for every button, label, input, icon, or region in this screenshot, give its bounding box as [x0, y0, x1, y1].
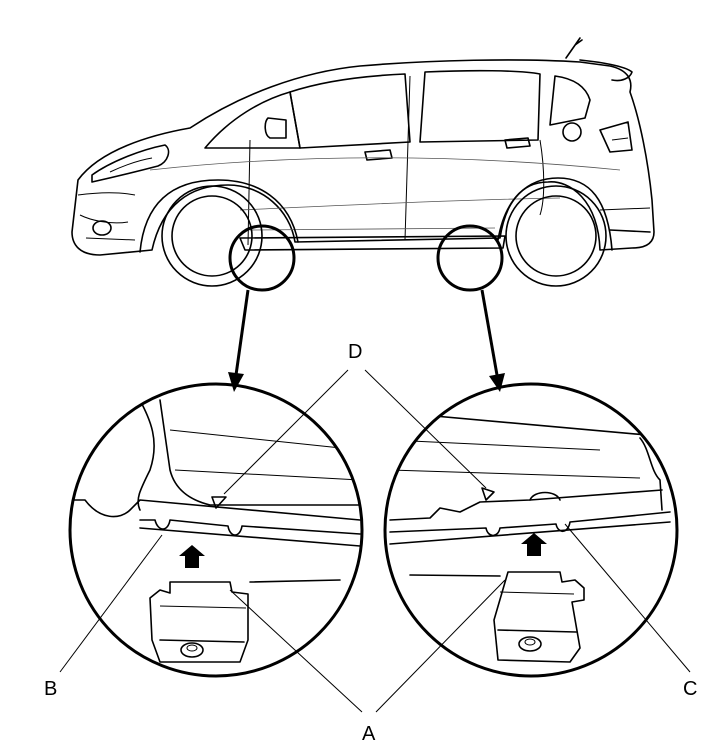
leader-lines — [59, 369, 691, 713]
label-a: A — [362, 723, 376, 745]
arrow-head-left — [228, 372, 244, 392]
car-side-view — [71, 37, 655, 292]
label-b: B — [44, 678, 57, 700]
rear-detail-view — [383, 382, 679, 678]
up-arrow-right — [521, 533, 547, 556]
rear-clip-callout-circle — [436, 224, 504, 292]
front-clip-callout-circle — [228, 224, 296, 292]
detail-arrows — [228, 289, 505, 392]
front-detail-view — [68, 382, 364, 678]
label-d: D — [348, 341, 362, 363]
label-c: C — [683, 678, 697, 700]
up-arrow-left — [179, 545, 205, 568]
